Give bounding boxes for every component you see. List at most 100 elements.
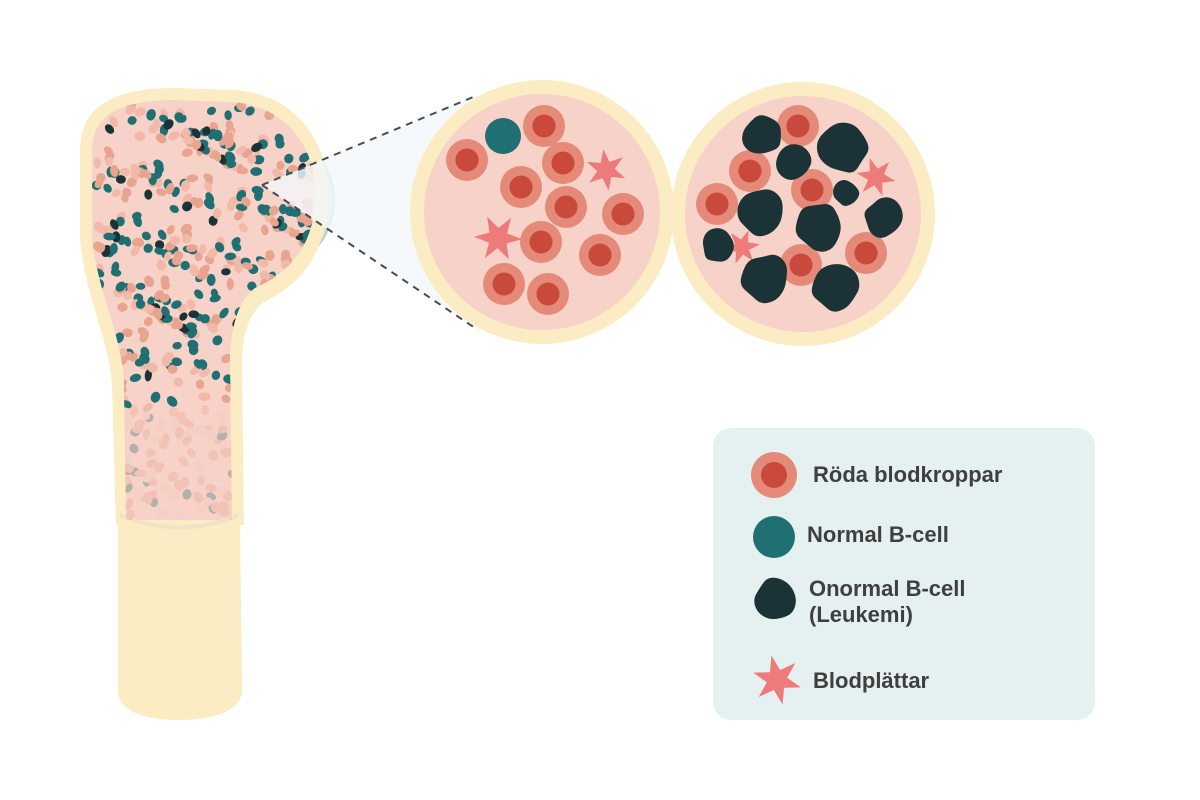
marrow-cell <box>255 388 267 400</box>
marrow-cell <box>172 342 182 350</box>
marrow-cell <box>210 288 219 298</box>
marrow-cell <box>223 132 234 142</box>
red-blood-cell <box>523 105 565 147</box>
marrow-cell <box>147 469 155 480</box>
legend-item-red-blood-cells: Röda blodkroppar <box>713 450 1095 500</box>
marrow-cell <box>182 435 192 446</box>
abnormal-b-cell <box>737 189 783 237</box>
zoom-line-bottom <box>261 184 479 331</box>
marrow-cell <box>164 251 172 261</box>
marrow-cell <box>166 225 175 235</box>
marrow-cell <box>291 100 301 110</box>
marrow-cell <box>96 450 107 461</box>
marrow-cell <box>167 471 178 482</box>
marrow-cell <box>145 448 156 458</box>
normal-b-cell-icon <box>753 516 795 558</box>
marrow-cell <box>132 237 145 248</box>
marrow-cell <box>141 169 152 179</box>
marrow-cell <box>285 400 296 411</box>
marrow-cell <box>299 152 310 163</box>
marrow-cell <box>201 497 213 507</box>
marrow-cell <box>208 449 219 461</box>
marrow-cell <box>92 340 102 349</box>
abnormal-b-cell <box>795 204 841 252</box>
marrow-cell <box>221 353 233 364</box>
red-blood-cell <box>527 273 569 315</box>
legend: Röda blodkroppar Normal B-cell Onormal B… <box>713 428 1095 720</box>
marrow-cell <box>245 390 257 400</box>
marrow-cell <box>265 343 278 353</box>
marrow-cell <box>219 307 229 319</box>
marrow-cell <box>181 148 193 157</box>
marrow-cell <box>126 177 137 188</box>
marrow-cell <box>144 275 155 288</box>
marrow-cell <box>169 204 179 214</box>
bone-shaft <box>118 520 242 720</box>
marrow-cell <box>195 425 205 435</box>
marrow-cell <box>96 173 106 183</box>
marrow-cell <box>251 142 263 153</box>
marrow-cell <box>125 419 134 431</box>
marrow-cell <box>173 377 184 387</box>
marrow-cell <box>187 339 199 350</box>
marrow-cell <box>257 258 269 268</box>
marrow-cell <box>265 405 276 415</box>
marrow-cell <box>111 189 121 198</box>
marrow-cell <box>251 397 260 407</box>
marrow-cell <box>265 322 274 332</box>
platelet-icon <box>753 655 801 705</box>
marrow-cell <box>182 193 193 204</box>
marrow-cell <box>129 443 139 454</box>
marrow-cell <box>278 391 287 401</box>
marrow-cell <box>264 388 276 397</box>
marrow-cell <box>142 428 150 440</box>
marrow-cell <box>124 464 134 473</box>
marrow-cell <box>231 236 241 247</box>
marrow-cell <box>178 456 189 467</box>
marrow-cell <box>186 322 197 330</box>
marrow-cell <box>277 444 288 456</box>
abnormal-b-cell <box>811 264 860 312</box>
platelet <box>474 216 522 260</box>
marrow-cell <box>250 454 262 465</box>
marrow-cell <box>99 468 110 481</box>
marrow-cell <box>195 379 205 390</box>
abnormal-b-cell <box>833 180 860 206</box>
marrow-cell <box>256 380 264 390</box>
marrow-cell <box>308 313 316 324</box>
marrow-cell <box>272 388 282 401</box>
abnormal-b-cell <box>864 197 903 238</box>
marrow-cell <box>272 458 283 466</box>
abnormal-b-cell <box>776 144 812 181</box>
marrow-cell <box>199 367 211 378</box>
marrow-cell <box>134 107 146 117</box>
marrow-cell <box>287 448 300 457</box>
marrow-cell <box>182 489 192 500</box>
normal-b-cell <box>485 118 521 154</box>
marrow-cell <box>166 396 178 407</box>
marrow-cell <box>115 175 126 184</box>
marrow-cell <box>259 306 270 316</box>
marrow-cell <box>286 293 296 303</box>
marrow-cell <box>277 505 290 516</box>
marrow-cell <box>154 247 165 255</box>
abnormal-b-cell <box>740 254 788 304</box>
marrow-cell <box>307 273 316 284</box>
marrow-cell <box>250 416 260 429</box>
marrow-cell <box>277 341 287 353</box>
red-blood-cell <box>579 234 621 276</box>
marrow-cell <box>103 232 116 241</box>
marrow-cell <box>109 243 118 255</box>
marrow-cell <box>129 373 142 382</box>
marrow-cell <box>191 128 201 139</box>
marrow-cell <box>241 196 251 207</box>
marrow-cell <box>161 433 170 444</box>
marrow-cell <box>109 116 119 128</box>
marrow-cell <box>310 320 316 329</box>
marrow-cell <box>184 428 196 437</box>
marrow-cell <box>111 261 120 274</box>
marrow-cell <box>289 208 301 218</box>
marrow-cell <box>154 240 165 250</box>
marrow-cell <box>180 223 192 234</box>
legend-item-platelets: Blodplättar <box>713 652 1095 708</box>
